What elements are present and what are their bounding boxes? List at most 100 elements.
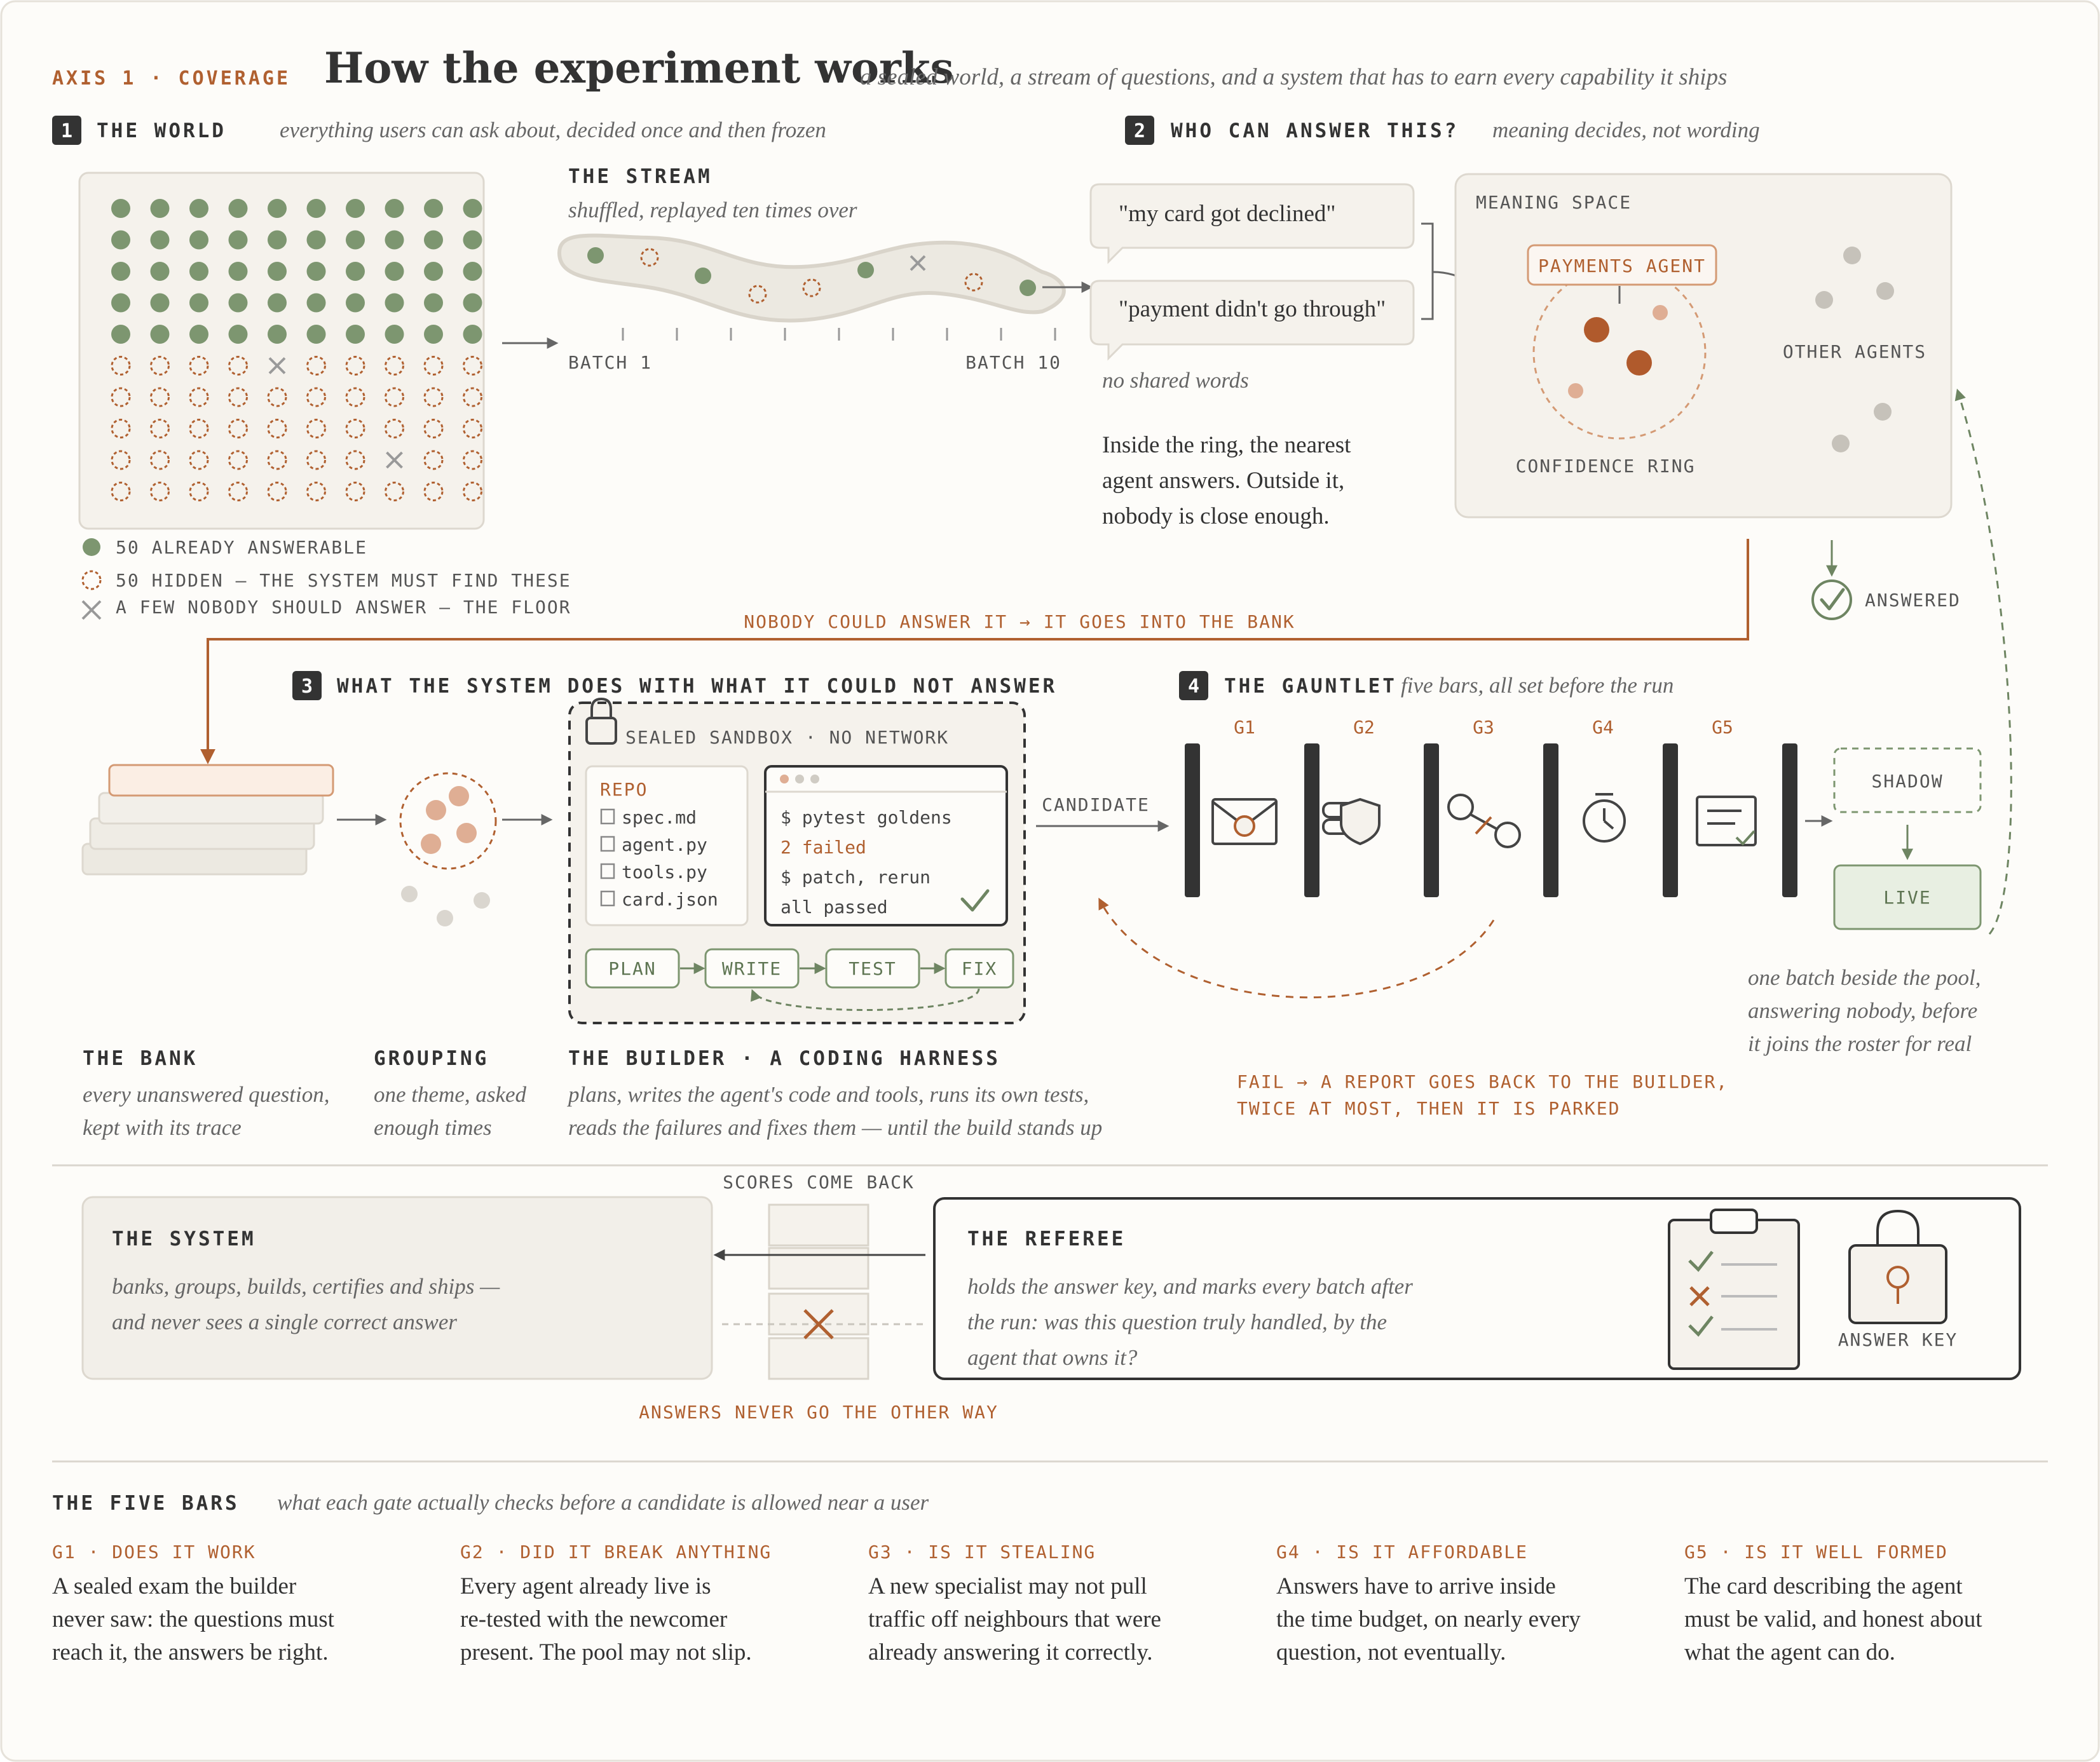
gate-explainer-line: The card describing the agent [1684, 1573, 1963, 1599]
gate-explainer-line: re-tested with the newcomer [460, 1606, 727, 1632]
ring-explain-2: agent answers. Outside it, [1102, 468, 1344, 494]
floor-cross [386, 451, 403, 469]
other-agent-points [1815, 247, 1894, 452]
hidden-question [463, 419, 482, 438]
answerable-question [463, 262, 482, 281]
gate-explainer-line: question, not eventually. [1276, 1639, 1506, 1665]
repo-file: tools.py [622, 862, 707, 883]
lock-icon [585, 697, 617, 745]
terminal-line: all passed [781, 897, 888, 918]
answerable-question [111, 293, 130, 313]
quote-bubble-2 [1089, 280, 1415, 361]
quote-bubble-1 [1089, 183, 1415, 264]
shadow-stage [1833, 747, 1982, 813]
hidden-question [111, 482, 131, 501]
legend-floor-cross-icon [81, 600, 102, 620]
hidden-question [345, 356, 365, 376]
builder-title: THE BUILDER · A CODING HARNESS [568, 1047, 1000, 1070]
answerable-question [385, 293, 404, 313]
clipboard-icon [1668, 1209, 1800, 1370]
other-agents-label: OTHER AGENTS [1783, 341, 1926, 362]
hidden-question [345, 482, 365, 501]
answerable-question [463, 325, 482, 344]
gate-explainer-line: must be valid, and honest about [1684, 1606, 1982, 1632]
step-badge-4 [1179, 671, 1208, 700]
answerable-question [346, 293, 365, 313]
builder-caption-2: reads the failures and fixes them — unti… [568, 1115, 1102, 1140]
gate-explainer-title: G4 · IS IT AFFORDABLE [1276, 1542, 1528, 1562]
gauntlet-note: five bars, all set before the run [1401, 673, 1674, 698]
gate-bar [1304, 743, 1319, 897]
answerable-question [150, 293, 170, 313]
meaning-space-label: MEANING SPACE [1476, 192, 1632, 213]
referee-line-2: the run: was this question truly handled… [967, 1310, 1387, 1334]
answerable-question [463, 293, 482, 313]
hidden-question [345, 419, 365, 438]
batch-end-label: BATCH 10 [965, 352, 1061, 373]
hidden-question [385, 356, 404, 376]
answerable-question [111, 325, 130, 344]
bank-stack [81, 764, 334, 876]
grouping-title: GROUPING [374, 1047, 489, 1070]
gate-label: G5 [1712, 717, 1733, 738]
answerable-question [306, 199, 326, 218]
fail-feedback-arrow [1098, 897, 1495, 999]
gauntlet-heading: THE GAUNTLET [1224, 675, 1397, 698]
gate-explainer-line: traffic off neighbours that were [868, 1606, 1161, 1632]
answerable-question [268, 293, 287, 313]
five-bars-heading: THE FIVE BARS [52, 1492, 240, 1515]
hidden-question [150, 356, 170, 376]
fail-caption-1: FAIL → A REPORT GOES BACK TO THE BUILDER… [1237, 1071, 1728, 1092]
hidden-question [189, 356, 209, 376]
shadow-caption-2: answering nobody, before [1748, 998, 1977, 1023]
terminal-line: 2 failed [781, 837, 866, 858]
svg-text:FIX: FIX [962, 958, 998, 979]
gate-label: G2 [1353, 717, 1375, 738]
answerable-question [111, 199, 130, 218]
gate-label: G3 [1473, 717, 1494, 738]
svg-text:WRITE: WRITE [722, 958, 782, 979]
answered-check-icon [1811, 579, 1852, 620]
hidden-question [150, 450, 170, 470]
gate-explainer-title: G1 · DOES IT WORK [52, 1542, 256, 1562]
answerable-question [346, 230, 365, 250]
page-title: How the experiment works [324, 43, 954, 93]
legend-answerable-dot [83, 538, 100, 556]
quote-2-text: "payment didn't go through" [1119, 296, 1386, 322]
terminal-window [764, 765, 1008, 926]
world-grid-panel [78, 172, 485, 530]
no-shared-words: no shared words [1102, 368, 1249, 393]
gate-explainer-line: Answers have to arrive inside [1276, 1573, 1556, 1599]
regression-shield-icon [1322, 797, 1381, 846]
step-badge-3 [292, 671, 322, 700]
hidden-question [463, 356, 482, 376]
answerable-question [424, 293, 443, 313]
answerable-question [268, 262, 287, 281]
legend-hidden-label: 50 HIDDEN — THE SYSTEM MUST FIND THESE [116, 570, 571, 591]
five-bars-note: what each gate actually checks before a … [277, 1490, 929, 1515]
hidden-question [345, 450, 365, 470]
gate-explainer-line: the time budget, on nearly every [1276, 1606, 1581, 1632]
axis-kicker: AXIS 1 · COVERAGE [52, 67, 290, 90]
hidden-question [423, 482, 444, 501]
grouping-caption-2: enough times [374, 1115, 492, 1140]
hidden-question [150, 387, 170, 407]
answerable-question [111, 230, 130, 250]
hidden-question [306, 356, 326, 376]
answerable-question [150, 325, 170, 344]
terminal-line: $ patch, rerun [781, 867, 931, 888]
step-number-4: 4 [1188, 675, 1199, 698]
referee-line-3: agent that owns it? [967, 1345, 1138, 1370]
gate-explainer-line: already answering it correctly. [868, 1639, 1153, 1665]
system-line-1: banks, groups, builds, certifies and shi… [112, 1274, 500, 1299]
world-note: everything users can ask about, decided … [280, 118, 826, 142]
answerable-question [463, 199, 482, 218]
answerable-question [268, 199, 287, 218]
step-number-3: 3 [301, 675, 313, 698]
referee-title: THE REFEREE [967, 1228, 1126, 1250]
hidden-question [267, 482, 287, 501]
repo-file: card.json [622, 889, 718, 910]
